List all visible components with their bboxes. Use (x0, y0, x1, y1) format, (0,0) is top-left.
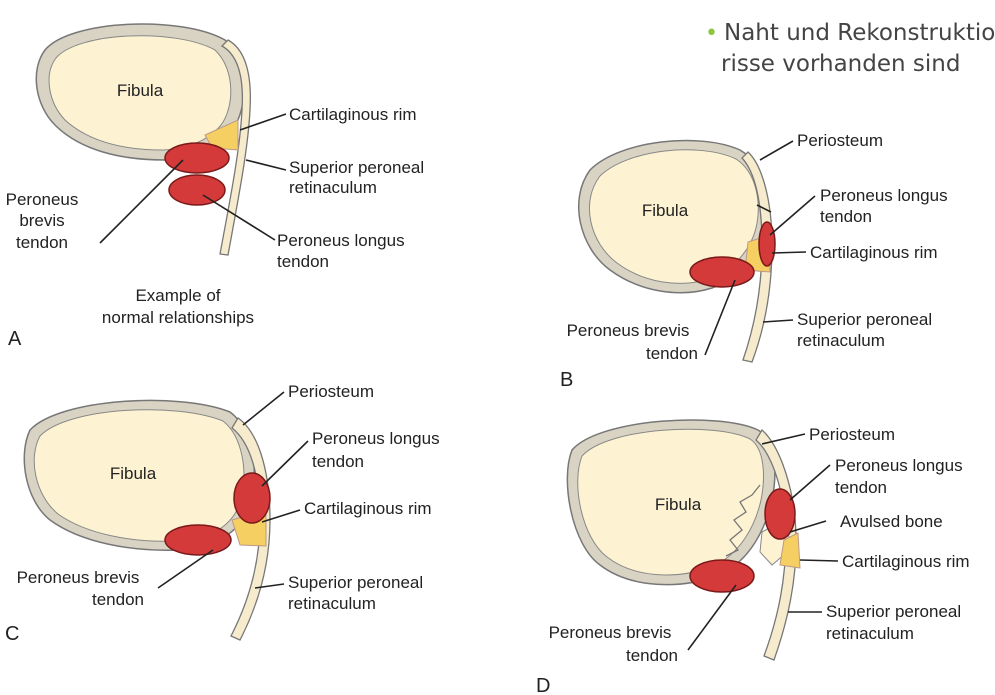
brevis-label-c-1: Peroneus brevis (17, 568, 140, 587)
leader-line (770, 196, 815, 235)
leader-line (203, 195, 275, 240)
fibula-label-c: Fibula (110, 464, 157, 483)
brevis-tendon-b (690, 257, 754, 287)
longus-label-c-1: Peroneus longus (312, 429, 440, 448)
longus-label-d-2: tendon (835, 478, 887, 497)
leader-line (262, 441, 308, 486)
superior-label-d-1: Superior peroneal (826, 602, 961, 621)
longus-tendon-c (234, 473, 270, 523)
brevis-label-b-2: tendon (646, 344, 698, 363)
periosteum-label-d: Periosteum (809, 425, 895, 444)
panel-letter-b: B (560, 369, 573, 391)
brevis-label-d-1: Peroneus brevis (549, 623, 672, 642)
longus-label-a-2: tendon (277, 252, 329, 271)
fibula-label-b: Fibula (642, 201, 689, 220)
brevis-label-a-1: Peroneus (6, 190, 79, 209)
caption-a-1: Example of (135, 286, 220, 305)
leader-line (243, 392, 284, 425)
fibula-label-a: Fibula (117, 81, 164, 100)
leader-line (246, 160, 286, 170)
leader-line (772, 252, 806, 253)
longus-tendon-a (169, 175, 225, 205)
superior-label-b-2: retinaculum (797, 331, 885, 350)
leader-line (705, 280, 735, 355)
panel-a: Fibula Cartilaginous rim Superior perone… (6, 24, 425, 350)
cartilaginous-rim-label-b: Cartilaginous rim (810, 243, 938, 262)
longus-label-b-1: Peroneus longus (820, 186, 948, 205)
panel-d: Fibula Periosteum Peroneus longus tendon… (536, 420, 970, 695)
superior-label-c-2: retinaculum (288, 594, 376, 613)
cartilaginous-rim-label-d: Cartilaginous rim (842, 552, 970, 571)
panel-letter-a: A (8, 328, 22, 350)
leader-line (763, 320, 793, 322)
brevis-label-a-3: tendon (16, 233, 68, 252)
leader-line (158, 550, 213, 588)
cartilaginous-rim-label-c: Cartilaginous rim (304, 499, 432, 518)
superior-label-a-2: retinaculum (289, 178, 377, 197)
panel-letter-d: D (536, 675, 550, 695)
superior-label-b-1: Superior peroneal (797, 310, 932, 329)
panel-c: Fibula Periosteum Peroneus longus tendon… (5, 382, 440, 645)
longus-label-b-2: tendon (820, 207, 872, 226)
brevis-label-a-2: brevis (19, 211, 64, 230)
fibula-label-d: Fibula (655, 495, 702, 514)
cartilaginous-rim-label-a: Cartilaginous rim (289, 105, 417, 124)
superior-label-c-1: Superior peroneal (288, 573, 423, 592)
longus-tendon-b (759, 222, 775, 266)
longus-label-c-2: tendon (312, 452, 364, 471)
panel-b: Fibula Periosteum Peroneus longus tendon… (560, 131, 948, 391)
panel-letter-c: C (5, 623, 19, 645)
longus-label-a-1: Peroneus longus (277, 231, 405, 250)
superior-label-d-2: retinaculum (826, 624, 914, 643)
leader-line (760, 141, 793, 160)
avulsed-bone-label-d: Avulsed bone (840, 512, 943, 531)
brevis-label-c-2: tendon (92, 590, 144, 609)
leader-line (800, 560, 838, 561)
leader-line (790, 465, 830, 500)
leader-line (688, 585, 736, 650)
brevis-label-d-2: tendon (626, 646, 678, 665)
periosteum-label-c: Periosteum (288, 382, 374, 401)
brevis-label-b-1: Peroneus brevis (567, 321, 690, 340)
periosteum-label-b: Periosteum (797, 131, 883, 150)
leader-line (100, 160, 183, 243)
superior-label-a-1: Superior peroneal (289, 158, 424, 177)
longus-label-d-1: Peroneus longus (835, 456, 963, 475)
caption-a-2: normal relationships (102, 308, 254, 327)
brevis-tendon-c (165, 525, 231, 555)
brevis-tendon-d (690, 560, 754, 592)
